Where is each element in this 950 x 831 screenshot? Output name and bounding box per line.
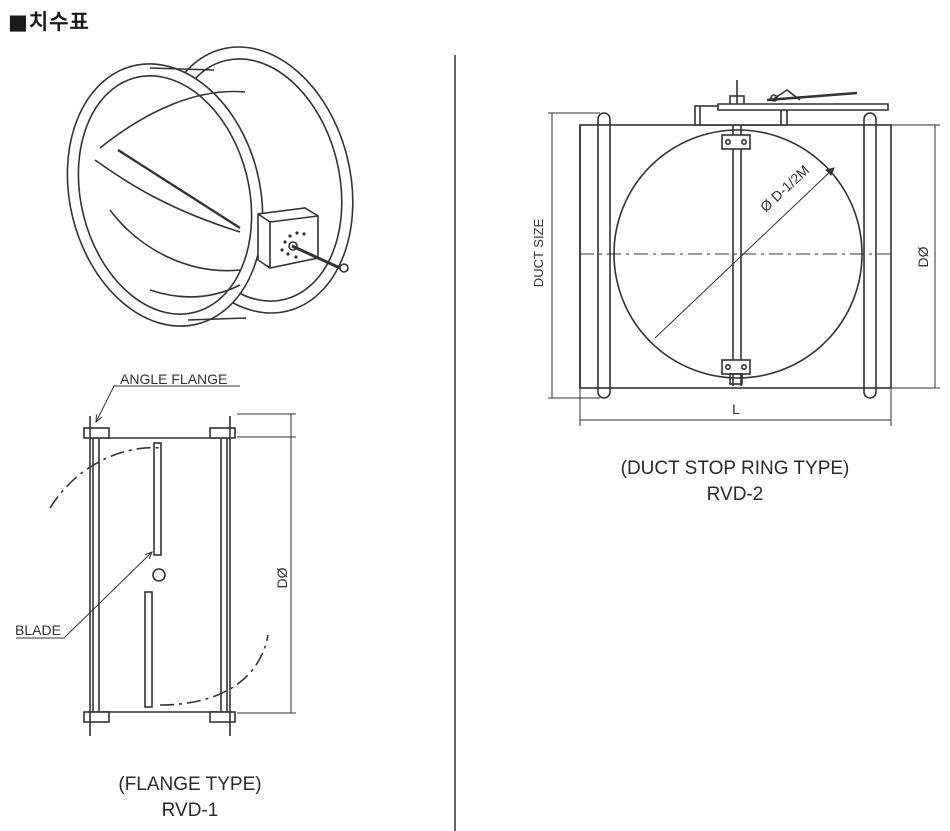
blade-swing-arc-top [49,446,161,509]
bearing-top [721,134,751,150]
blade-swing-arc-bottom [159,634,269,706]
blade-center [94,159,241,233]
blade-pivot [152,568,166,582]
angle-flange-bottom-left [83,711,110,723]
front-ring-inner [77,75,253,315]
angle-flange-top-left [83,427,110,439]
stop-ring-right [863,112,877,399]
blade-upper [153,442,162,556]
blade-shaft [117,148,241,230]
duct-stop-ring-model: RVD-2 [706,484,764,505]
blade-upper-edge [99,90,246,149]
blade-lower [144,591,153,708]
angle-flange-label: ANGLE FLANGE [120,371,227,387]
duct-body [579,124,892,389]
handle-lever [766,91,858,102]
blade-diameter-label: Ø D-1/2M [757,162,812,215]
duct-stop-ring-caption: (DUCT STOP RING TYPE) RVD-2 [585,456,885,508]
diameter-leader [654,167,835,339]
handle-lever [291,244,341,270]
isometric-damper-drawing [66,46,354,327]
duct-size-label: DUCT SIZE [531,218,546,287]
duct-stop-ring-drawing [548,80,940,426]
quadrant-plate [717,103,889,111]
duct-stop-ring-name: (DUCT STOP RING TYPE) [620,458,850,479]
stop-ring-left [597,112,611,399]
blade-label: BLADE [15,622,61,638]
angle-flange-bottom-right [209,711,236,723]
bolt-bottom [729,373,743,385]
flange-diameter-label: DØ [274,567,290,588]
flange-type-name: (FLANGE TYPE) [118,774,262,795]
blade-lower-edge [109,209,241,272]
angle-flange-leader [96,385,240,422]
duct-diameter-label: DØ [915,246,931,267]
flange-type-drawing [16,385,296,736]
flange-type-model: RVD-1 [161,800,219,821]
front-ring-outer [66,63,264,327]
blade-lower-curve [149,284,241,298]
page-title: ■치수표 [8,10,90,34]
length-label: L [732,401,740,417]
angle-flange-top-right [209,427,236,439]
blade-leader [16,552,152,639]
actuator-dial-marks [280,231,306,259]
flange-type-caption: (FLANGE TYPE) RVD-1 [90,772,290,824]
